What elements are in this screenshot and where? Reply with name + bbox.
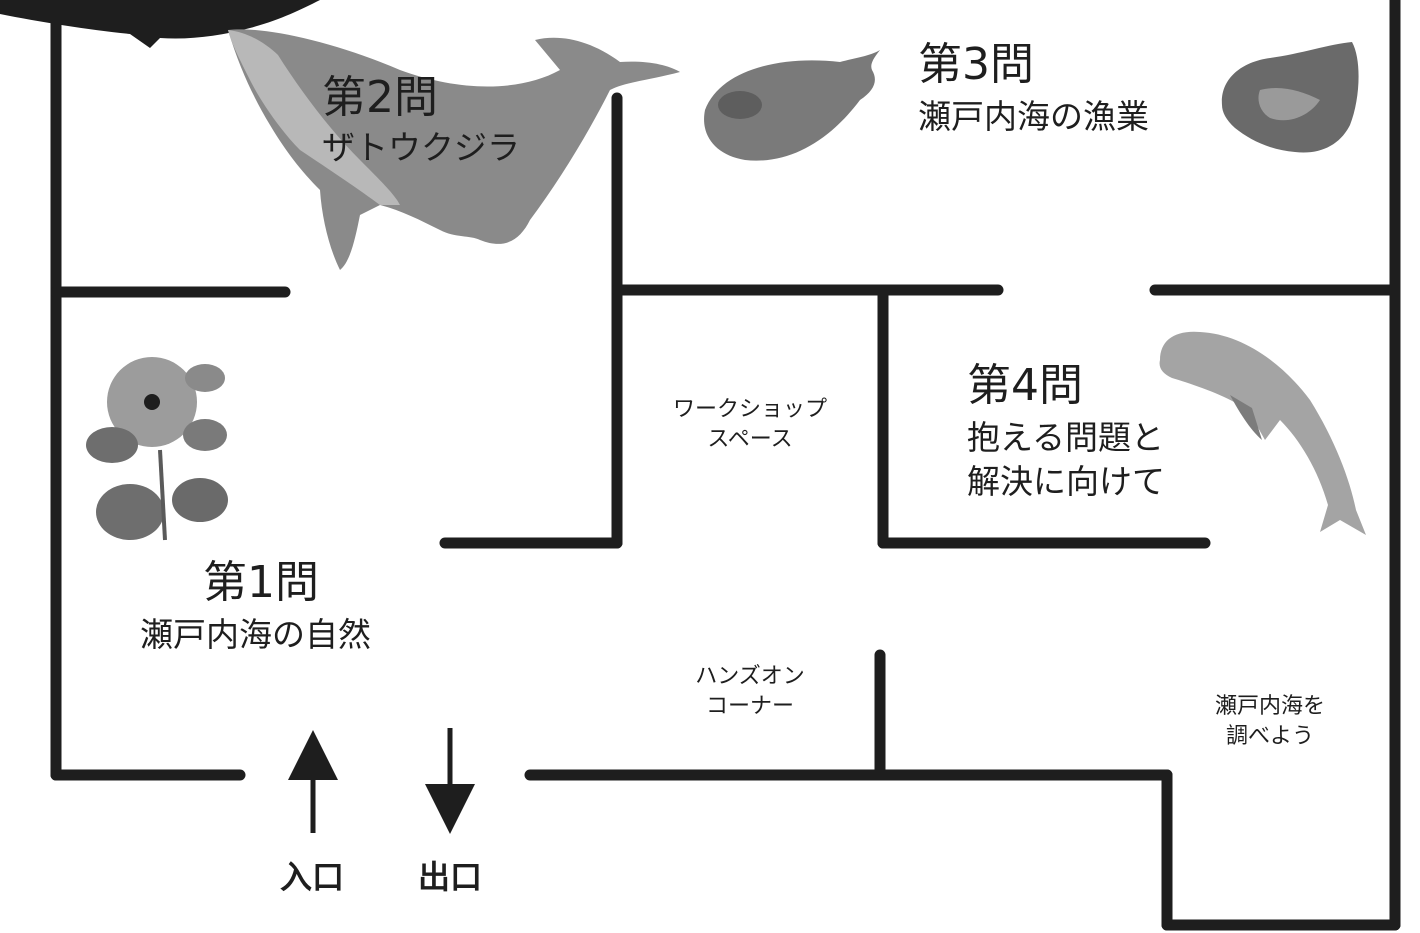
- walls: [50, 0, 1401, 931]
- arrow-up-icon: [288, 730, 338, 833]
- research-line2: 調べよう: [1225, 724, 1314, 749]
- finless-porpoise-image: [1159, 331, 1366, 535]
- q4-subtitle-line1: 抱える問題と: [967, 418, 1165, 457]
- q1-title: 第1問: [203, 557, 319, 608]
- handson-corner-label: ハンズオン コーナー: [670, 662, 830, 722]
- entrance-label: 入口: [280, 858, 345, 896]
- arrow-down-icon: [425, 728, 475, 834]
- humpback-whale-image: [228, 29, 680, 270]
- q3-title: 第3問: [918, 39, 1034, 90]
- q4-subtitle-line2: 解決に向けて: [967, 462, 1165, 501]
- research-area-label: 瀬戸内海を 調べよう: [1190, 692, 1350, 752]
- workshop-space-label: ワークショップ スペース: [660, 395, 840, 455]
- oyster-image: [1221, 42, 1359, 153]
- q1-subtitle: 瀬戸内海の自然: [140, 615, 371, 654]
- exit-label: 出口: [418, 858, 483, 896]
- handson-line1: ハンズオン: [695, 664, 805, 689]
- q3-subtitle: 瀬戸内海の漁業: [918, 97, 1149, 136]
- q2-title: 第2問: [322, 72, 438, 123]
- workshop-line1: ワークショップ: [672, 397, 827, 422]
- q2-subtitle: ザトウクジラ: [322, 128, 520, 167]
- flatfish-image: [704, 50, 880, 161]
- dark-fish-silhouette: [0, 0, 320, 48]
- hibiscus-image: [86, 357, 228, 541]
- handson-line2: コーナー: [705, 694, 794, 719]
- research-line1: 瀬戸内海を: [1214, 694, 1325, 719]
- workshop-line2: スペース: [707, 427, 793, 452]
- q4-title: 第4問: [967, 360, 1083, 411]
